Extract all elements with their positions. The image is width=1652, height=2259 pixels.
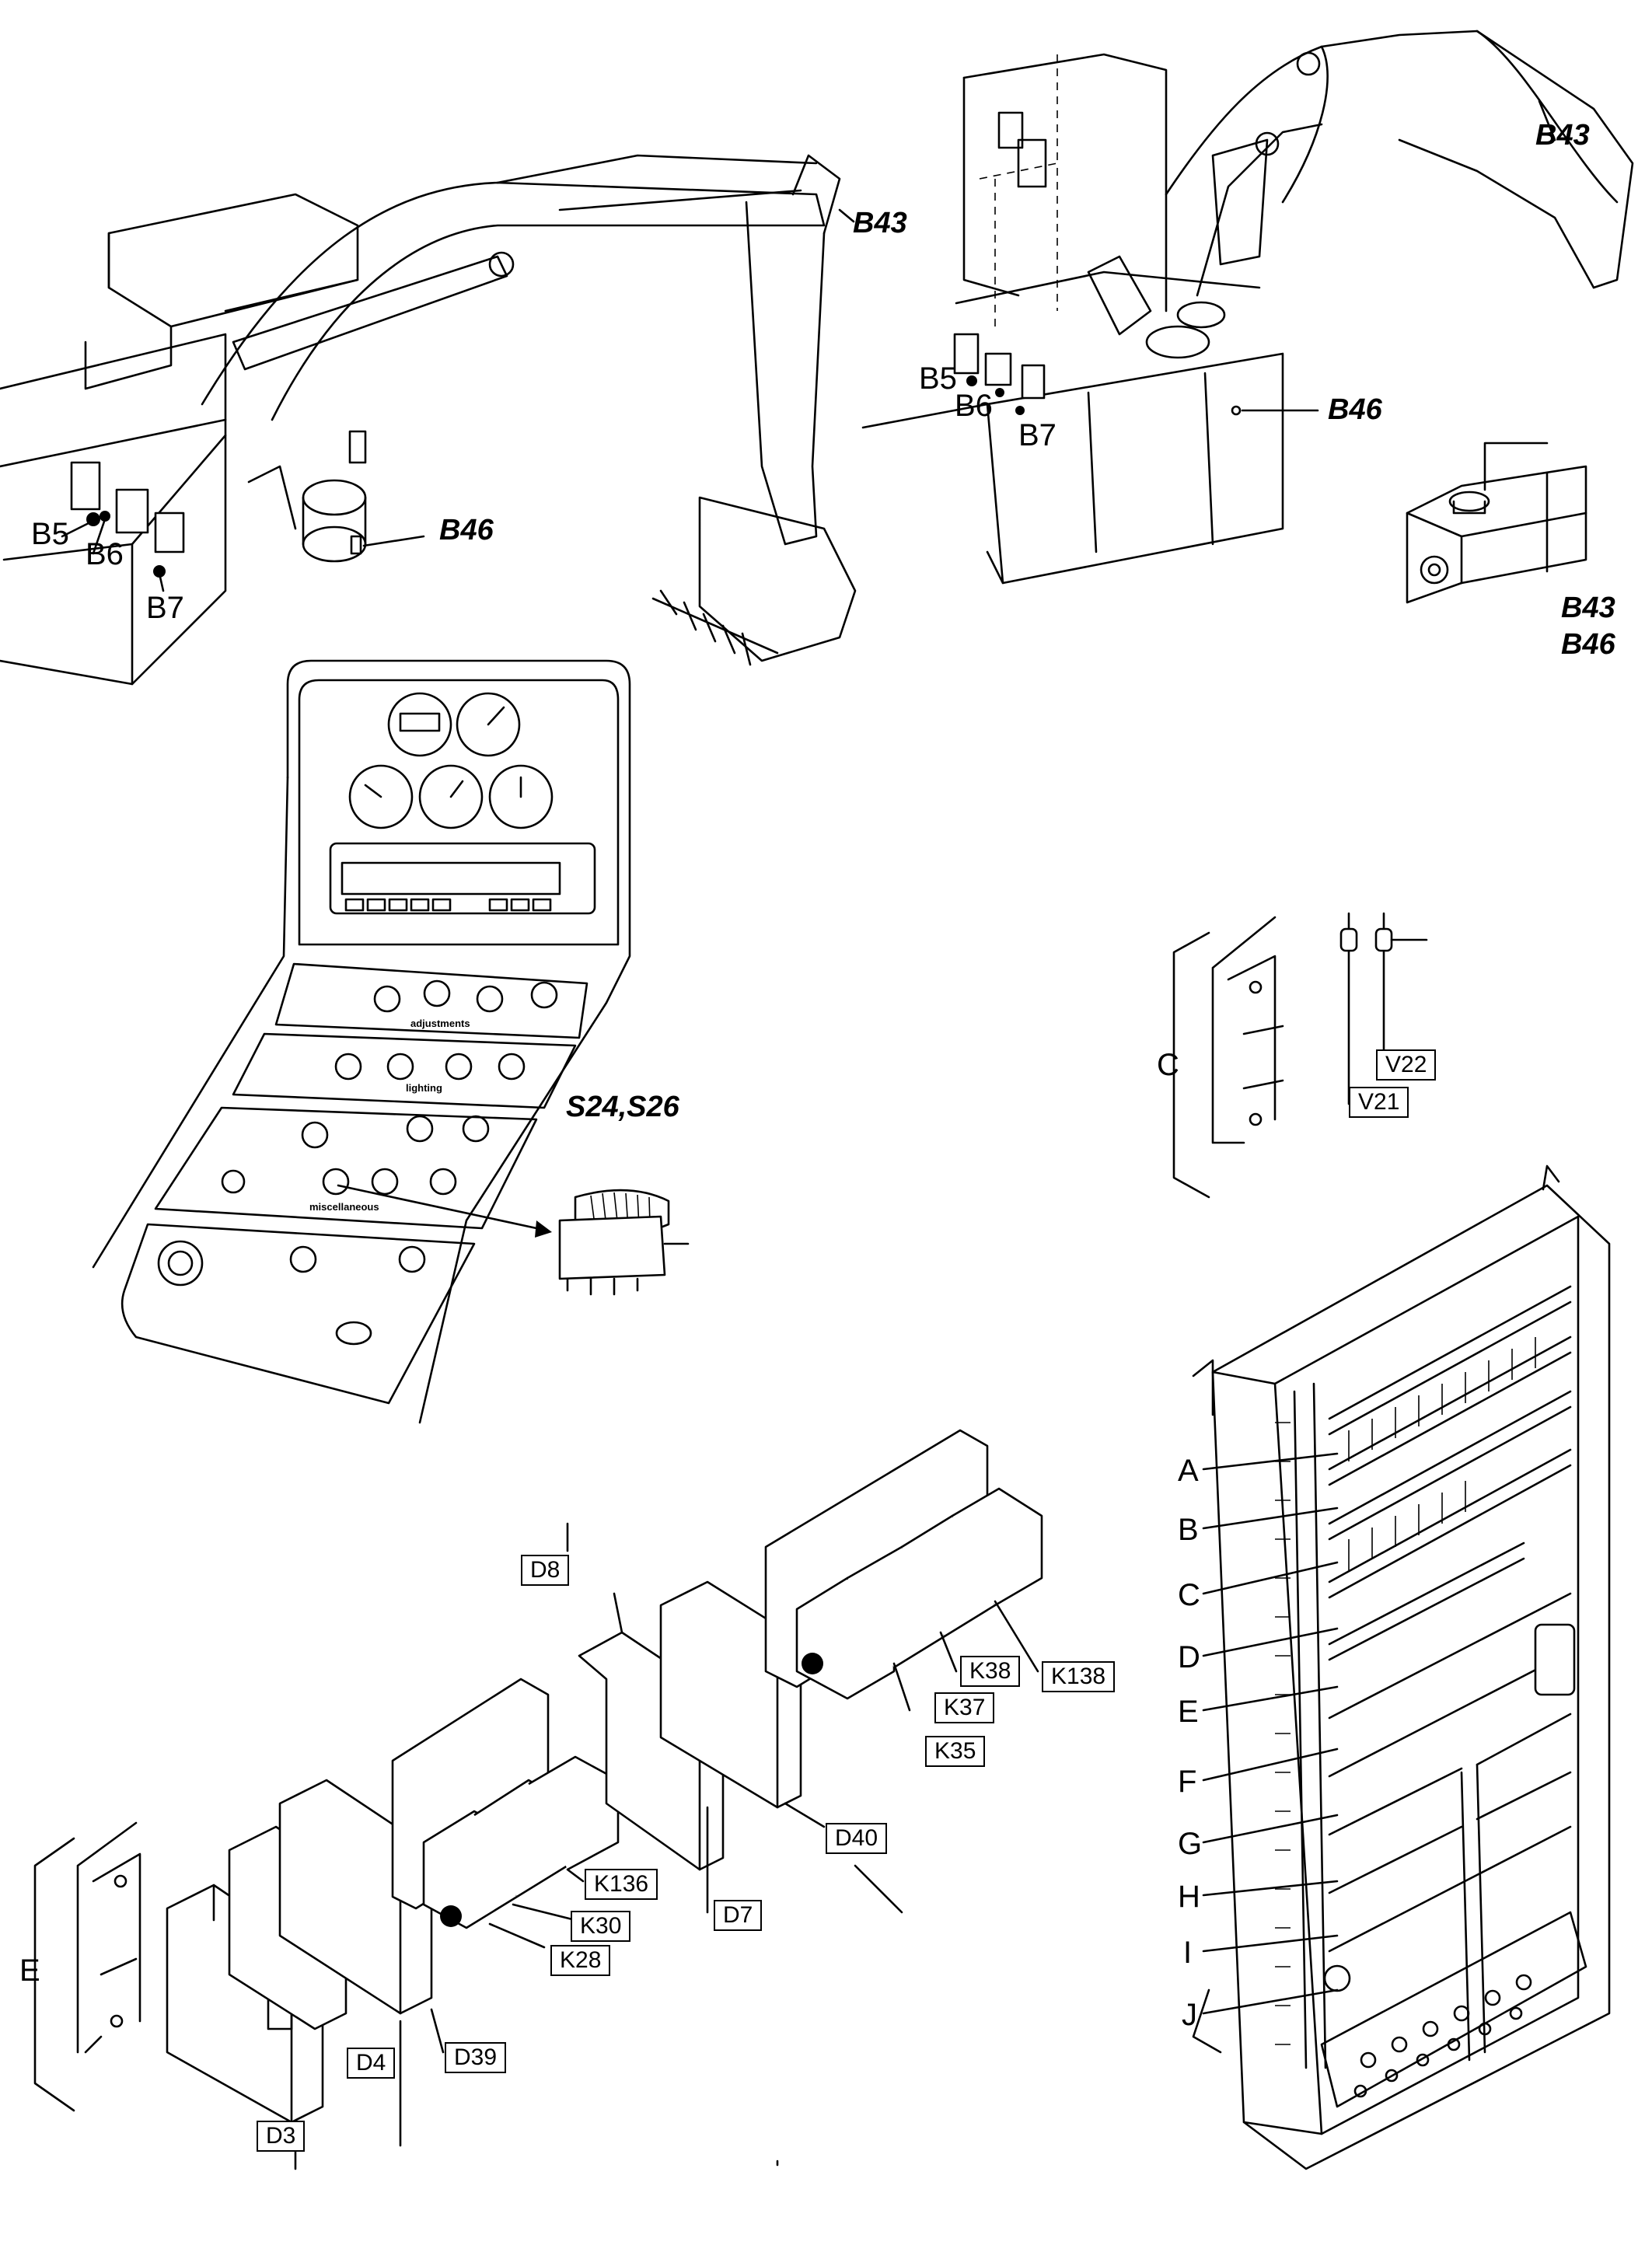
d40-label: D40 bbox=[826, 1823, 888, 1854]
k138-label: K138 bbox=[1042, 1661, 1116, 1692]
b43-label-right: B43 bbox=[1535, 119, 1590, 152]
lighting-panel-label: lighting bbox=[406, 1082, 442, 1094]
cabinet-label-h: H bbox=[1178, 1880, 1200, 1914]
b6-label-right: B6 bbox=[955, 389, 993, 423]
k38-label: K38 bbox=[960, 1656, 1021, 1687]
d8-label: D8 bbox=[521, 1555, 570, 1586]
d7-label: D7 bbox=[714, 1900, 763, 1931]
k28-label: K28 bbox=[550, 1945, 611, 1976]
k35-label: K35 bbox=[925, 1736, 986, 1767]
sensor-detail-drawing bbox=[1406, 442, 1587, 604]
v21-label: V21 bbox=[1349, 1087, 1409, 1118]
excavator-right bbox=[861, 30, 1634, 585]
group-e-label: E bbox=[19, 1953, 40, 1988]
cabinet-drawing bbox=[1192, 1164, 1611, 2170]
cabinet-label-f: F bbox=[1178, 1765, 1197, 1799]
b5-label-right: B5 bbox=[919, 361, 957, 396]
sensor-detail-label-b46: B46 bbox=[1561, 628, 1615, 661]
miscellaneous-panel-label: miscellaneous bbox=[309, 1201, 379, 1213]
cabinet-label-d: D bbox=[1178, 1640, 1200, 1674]
k136-label: K136 bbox=[585, 1869, 658, 1900]
k30-label: K30 bbox=[571, 1911, 631, 1942]
d39-label: D39 bbox=[445, 2042, 507, 2073]
cabinet-label-j: J bbox=[1182, 1998, 1197, 2032]
k37-label: K37 bbox=[934, 1692, 995, 1723]
d3-label: D3 bbox=[257, 2121, 306, 2152]
cabinet-label-e: E bbox=[1178, 1695, 1199, 1729]
switch-callout-label: S24,S26 bbox=[566, 1091, 679, 1123]
adjustments-panel-label: adjustments bbox=[410, 1018, 470, 1029]
b5-label-left: B5 bbox=[31, 517, 69, 551]
cabinet-label-b: B bbox=[1178, 1513, 1199, 1547]
sensor-detail-label-b43: B43 bbox=[1561, 592, 1615, 624]
bracket-e-drawing bbox=[33, 1821, 141, 2112]
dashboard-drawing bbox=[92, 659, 690, 1424]
b7-label-left: B7 bbox=[146, 591, 184, 625]
b43-label-left: B43 bbox=[853, 207, 907, 239]
d4-label: D4 bbox=[347, 2048, 396, 2079]
b6-label-left: B6 bbox=[86, 537, 124, 571]
group-c-label: C bbox=[1157, 1048, 1179, 1082]
rail-assembly-drawing bbox=[166, 1429, 1043, 2170]
v22-label: V22 bbox=[1376, 1049, 1437, 1081]
cabinet-label-a: A bbox=[1178, 1454, 1199, 1488]
cabinet-label-c: C bbox=[1178, 1578, 1200, 1612]
excavator-left bbox=[0, 154, 857, 686]
b7-label-right: B7 bbox=[1018, 418, 1057, 452]
cabinet-label-i: I bbox=[1183, 1936, 1193, 1970]
b46-label-right: B46 bbox=[1328, 393, 1382, 426]
b46-label-left: B46 bbox=[439, 514, 494, 546]
diode-detail-drawing bbox=[1172, 912, 1428, 1199]
cabinet-label-g: G bbox=[1178, 1827, 1203, 1861]
